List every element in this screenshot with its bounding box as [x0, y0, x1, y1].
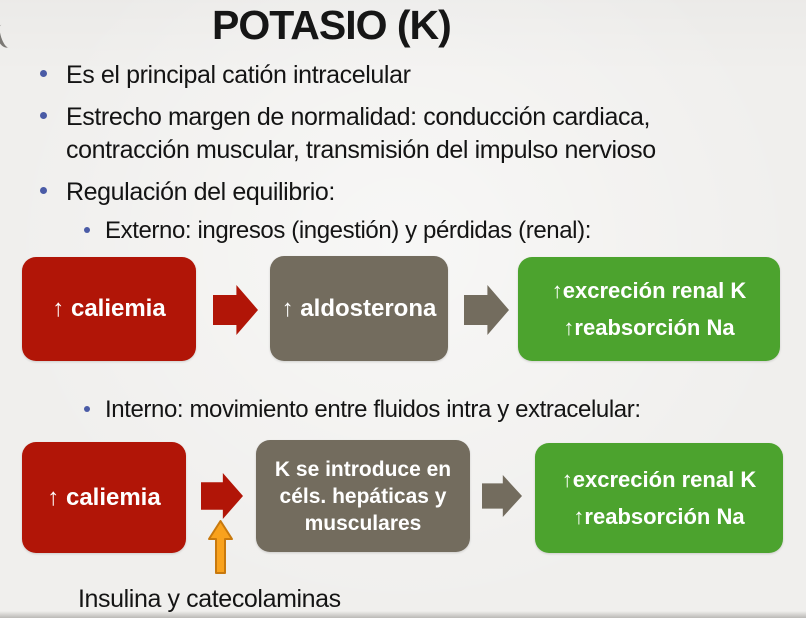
page-curl-mark — [0, 22, 17, 50]
bullet-text: Regulación del equilibrio: — [66, 178, 335, 206]
bullet-dot — [40, 187, 47, 194]
bullet-principal-cation: Es el principal catión intracelular — [40, 59, 766, 92]
bullet-dot — [84, 406, 90, 412]
arrow-right-gray-internal-icon — [482, 475, 522, 517]
box-renal-internal: ↑excreción renal K ↑reabsorción Na — [535, 443, 783, 553]
box-label-line2: ↑reabsorción Na — [573, 504, 745, 529]
up-arrow-icon — [208, 520, 233, 574]
bullet-text: Externo: ingresos (ingestión) y pérdidas… — [105, 217, 591, 244]
box-label-line2: ↑reabsorción Na — [563, 315, 735, 340]
box-caliemia-external: ↑ caliemia — [22, 257, 196, 361]
box-cells-uptake: K se introduce en céls. hepáticas y musc… — [256, 440, 470, 552]
box-label-line1: ↑excreción renal K — [551, 278, 747, 303]
bullet-dot — [40, 112, 47, 119]
box-label-line1: ↑excreción renal K — [561, 467, 757, 492]
box-label: K se introduce en céls. hepáticas y musc… — [274, 457, 452, 535]
bullet-dot — [40, 70, 47, 77]
box-aldosterona: ↑ aldosterona — [270, 256, 448, 361]
slide-title: POTASIO (K) — [212, 2, 452, 48]
arrow-right-red-internal-icon — [201, 473, 243, 519]
box-renal-external: ↑excreción renal K ↑reabsorción Na — [518, 257, 780, 361]
bullet-externo: Externo: ingresos (ingestión) y pérdidas… — [84, 216, 765, 246]
arrow-right-red-external-icon — [213, 285, 258, 335]
bullet-interno: Interno: movimiento entre fluidos intra … — [84, 395, 765, 425]
box-label: ↑ aldosterona — [281, 294, 437, 322]
arrow-right-gray-external-icon — [464, 285, 509, 335]
box-label: ↑ caliemia — [47, 483, 161, 511]
bullet-dot — [84, 227, 90, 233]
bullet-text: Estrecho margen de normalidad: conducció… — [66, 103, 656, 164]
bullet-text: Interno: movimiento entre fluidos intra … — [105, 396, 641, 423]
bullet-text: Es el principal catión intracelular — [66, 61, 411, 89]
box-caliemia-internal: ↑ caliemia — [22, 442, 186, 553]
box-label: ↑ caliemia — [52, 295, 166, 322]
insulin-catecholamines-caption: Insulina y catecolaminas — [78, 585, 341, 613]
bullet-margen-normalidad: Estrecho margen de normalidad: conducció… — [40, 101, 766, 167]
bullet-regulacion: Regulación del equilibrio: — [40, 176, 766, 209]
